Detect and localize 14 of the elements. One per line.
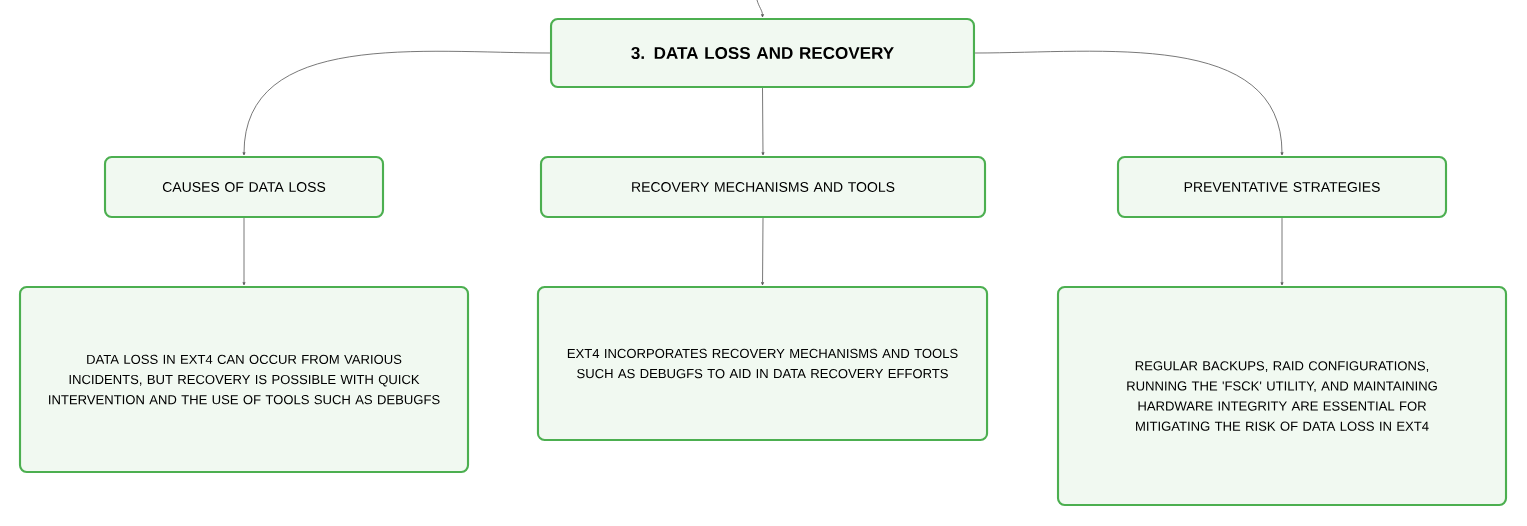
arrow [761, 217, 764, 286]
arrow [242, 50, 551, 156]
title-box: 3. DATA LOSS AND RECOVERY [549, 17, 976, 89]
topic-box: PREVENTATIVE STRATEGIES [1116, 155, 1448, 219]
description-box: DATA LOSS IN EXT4 CAN OCCUR FROM VARIOUS INCIDENTS, BUT RECOVERY IS POSSIBLE WITH QUICK INTERVENTION AND THE USE OF TOOLS SUCH AS DEBUGFS [18, 285, 470, 474]
arrow [974, 50, 1284, 156]
topic-box: CAUSES OF DATA LOSS [103, 155, 385, 219]
arrow [242, 217, 246, 286]
arrow [756, 0, 764, 18]
arrow [761, 87, 765, 156]
arrow [1280, 217, 1284, 286]
topic-box: RECOVERY MECHANISMS AND TOOLS [539, 155, 987, 219]
description-box: REGULAR BACKUPS, RAID CONFIGURATIONS, RUNNING THE 'FSCK' UTILITY, AND MAINTAINING HARDWARE INTEGRITY ARE ESSENTIAL FOR MITIGATING THE RISK OF DATA LOSS IN EXT4 [1056, 285, 1508, 507]
description-box: EXT4 INCORPORATES RECOVERY MECHANISMS AND TOOLS SUCH AS DEBUGFS TO AID IN DATA RECOVERY EFFORTS [536, 285, 989, 442]
